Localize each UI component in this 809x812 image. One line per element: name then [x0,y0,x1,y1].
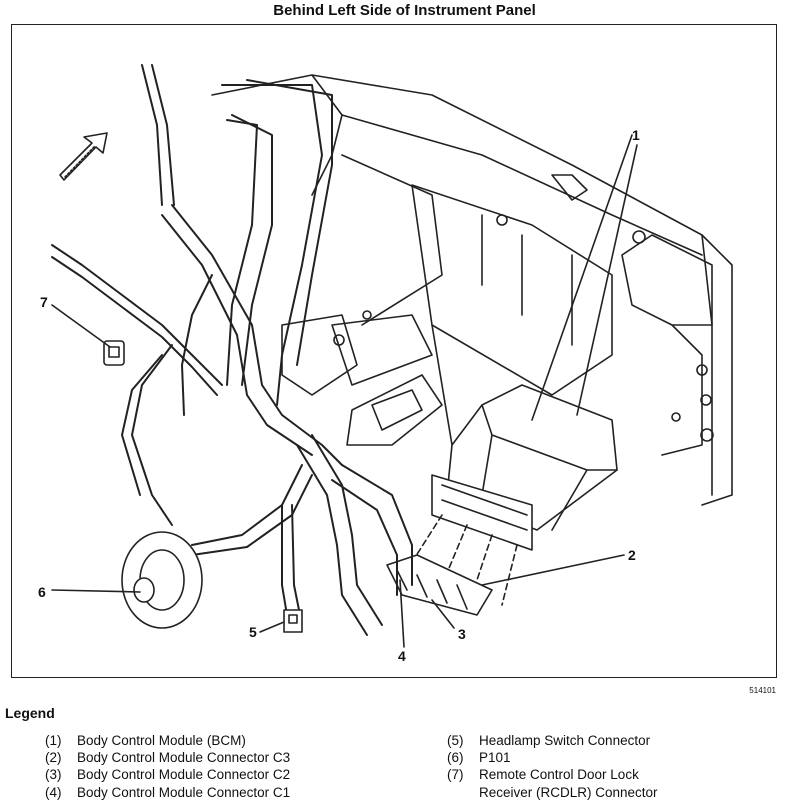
callout-4: 4 [398,648,406,664]
diagram-title: Behind Left Side of Instrument Panel [273,2,536,19]
legend-item: (3)Body Control Module Connector C2 [45,767,291,783]
wiring-illustration: 1 2 3 4 5 6 7 [38,64,733,664]
body-control-module [431,384,618,551]
legend-item: (7)Remote Control Door Lock [447,767,639,783]
callout-5: 5 [249,624,257,640]
figure-id: 514101 [749,686,776,695]
p101-grommet [121,531,203,629]
legend-item: (2)Body Control Module Connector C3 [45,750,291,766]
callout-6: 6 [38,584,46,600]
legend-right-column: (5)Headlamp Switch Connector (6)P101 (7)… [447,732,658,801]
legend-item: (4)Body Control Module Connector C1 [45,784,291,800]
callout-1: 1 [632,127,640,143]
callout-7: 7 [40,294,48,310]
callout-2: 2 [628,547,636,563]
legend-item: (1)Body Control Module (BCM) [45,733,246,748]
bcm-connectors [386,554,493,616]
forward-arrow-icon [59,132,108,181]
callout-3: 3 [458,626,466,642]
legend-item: (5)Headlamp Switch Connector [447,733,651,748]
wiring-harness [51,64,413,636]
illustration-frame: 1 2 3 4 5 6 7 [11,24,777,678]
legend-item: (6)P101 [447,750,511,766]
legend-left-column: (1)Body Control Module (BCM) (2)Body Con… [45,732,290,801]
legend-title: Legend [5,705,55,721]
headlamp-switch-connector [283,609,303,633]
legend-item: Receiver (RCDLR) Connector [479,784,658,800]
